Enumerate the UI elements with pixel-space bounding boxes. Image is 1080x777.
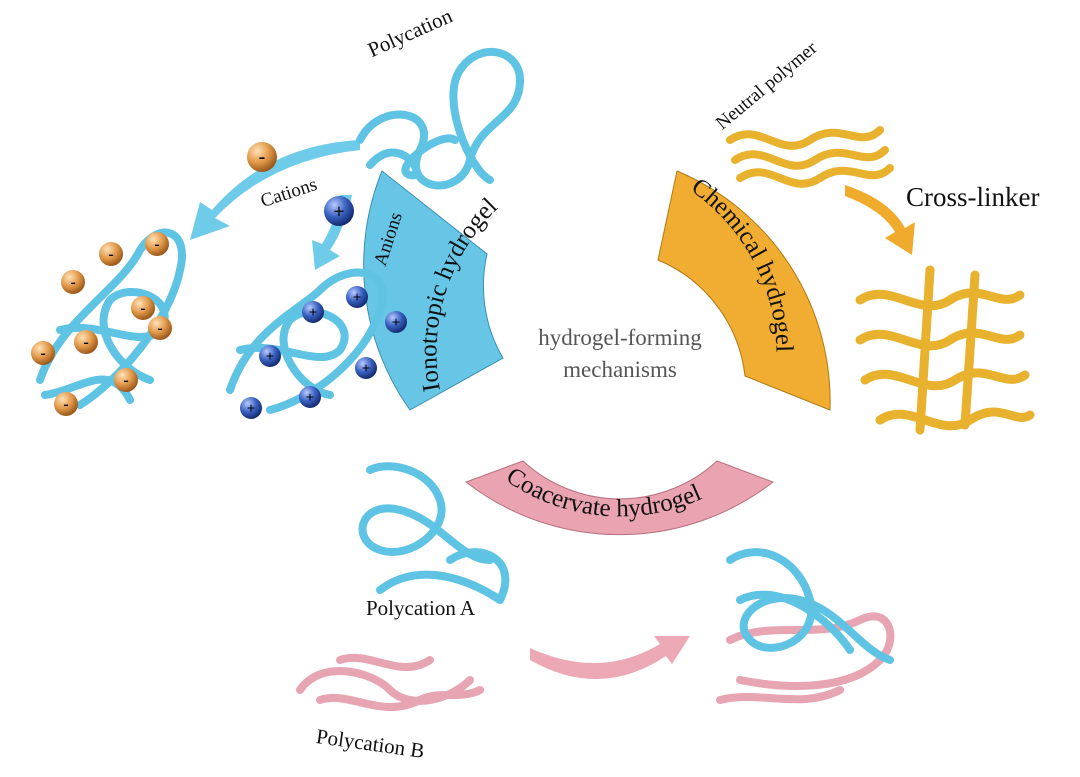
blue-ion-6: + — [299, 386, 321, 408]
orange-ion-1: - — [99, 242, 123, 266]
cation-legend-bead: - — [247, 142, 277, 172]
coacervate-arrow — [530, 636, 690, 680]
svg-text:-: - — [83, 334, 88, 351]
svg-text:+: + — [247, 401, 256, 417]
svg-text:+: + — [353, 290, 362, 306]
blue-ion-4: + — [259, 345, 281, 367]
svg-text:-: - — [63, 396, 68, 413]
orange-ion-2: - — [145, 232, 169, 256]
crosslinker-arrow — [845, 185, 915, 255]
polycation-a-molecule — [358, 462, 510, 604]
svg-text:-: - — [123, 372, 128, 389]
orange-ion-7: - — [31, 341, 55, 365]
center-title-line2: mechanisms — [563, 357, 677, 382]
blue-ion-2: + — [302, 301, 324, 323]
svg-text:+: + — [306, 390, 315, 406]
crosslinked-network — [855, 265, 1035, 435]
center-title-line1: hydrogel-forming — [538, 325, 702, 350]
svg-text:+: + — [362, 361, 371, 377]
svg-text:+: + — [266, 349, 275, 365]
neutral-polymer-molecule — [726, 126, 894, 188]
blue-ion-3: + — [385, 311, 407, 333]
center-title: hydrogel-forming mechanisms — [500, 322, 740, 386]
polycation-a-label: Polycation A — [366, 596, 476, 620]
svg-text:-: - — [259, 146, 266, 168]
orange-ion-8: - — [114, 368, 138, 392]
anion-legend-bead: + — [324, 196, 354, 226]
polycation-molecule — [356, 48, 524, 190]
blue-ion-5: + — [355, 357, 377, 379]
ionotropic-complex-anions — [226, 268, 387, 414]
blue-ion-7: + — [240, 397, 262, 419]
orange-ion-4: - — [131, 296, 155, 320]
svg-text:-: - — [70, 274, 75, 291]
svg-text:-: - — [140, 300, 145, 317]
orange-ion-6: - — [74, 330, 98, 354]
coacervate-complex — [716, 548, 895, 704]
chemical-sector-shape — [657, 170, 831, 411]
ionotropic-sector — [363, 170, 504, 411]
svg-text:-: - — [157, 320, 162, 337]
svg-text:-: - — [154, 236, 159, 253]
svg-text:+: + — [392, 315, 401, 331]
cross-linker-label: Cross-linker — [906, 182, 1040, 212]
polycation-b-molecule — [296, 653, 484, 712]
coacervate-sector — [464, 460, 775, 536]
svg-text:+: + — [309, 305, 318, 321]
orange-ion-9: - — [54, 392, 78, 416]
cations-arrow — [190, 140, 360, 240]
svg-text:+: + — [333, 201, 344, 223]
svg-text:-: - — [108, 246, 113, 263]
orange-ion-3: - — [61, 270, 85, 294]
svg-text:-: - — [40, 345, 45, 362]
blue-ion-1: + — [346, 286, 368, 308]
orange-ion-5: - — [148, 316, 172, 340]
